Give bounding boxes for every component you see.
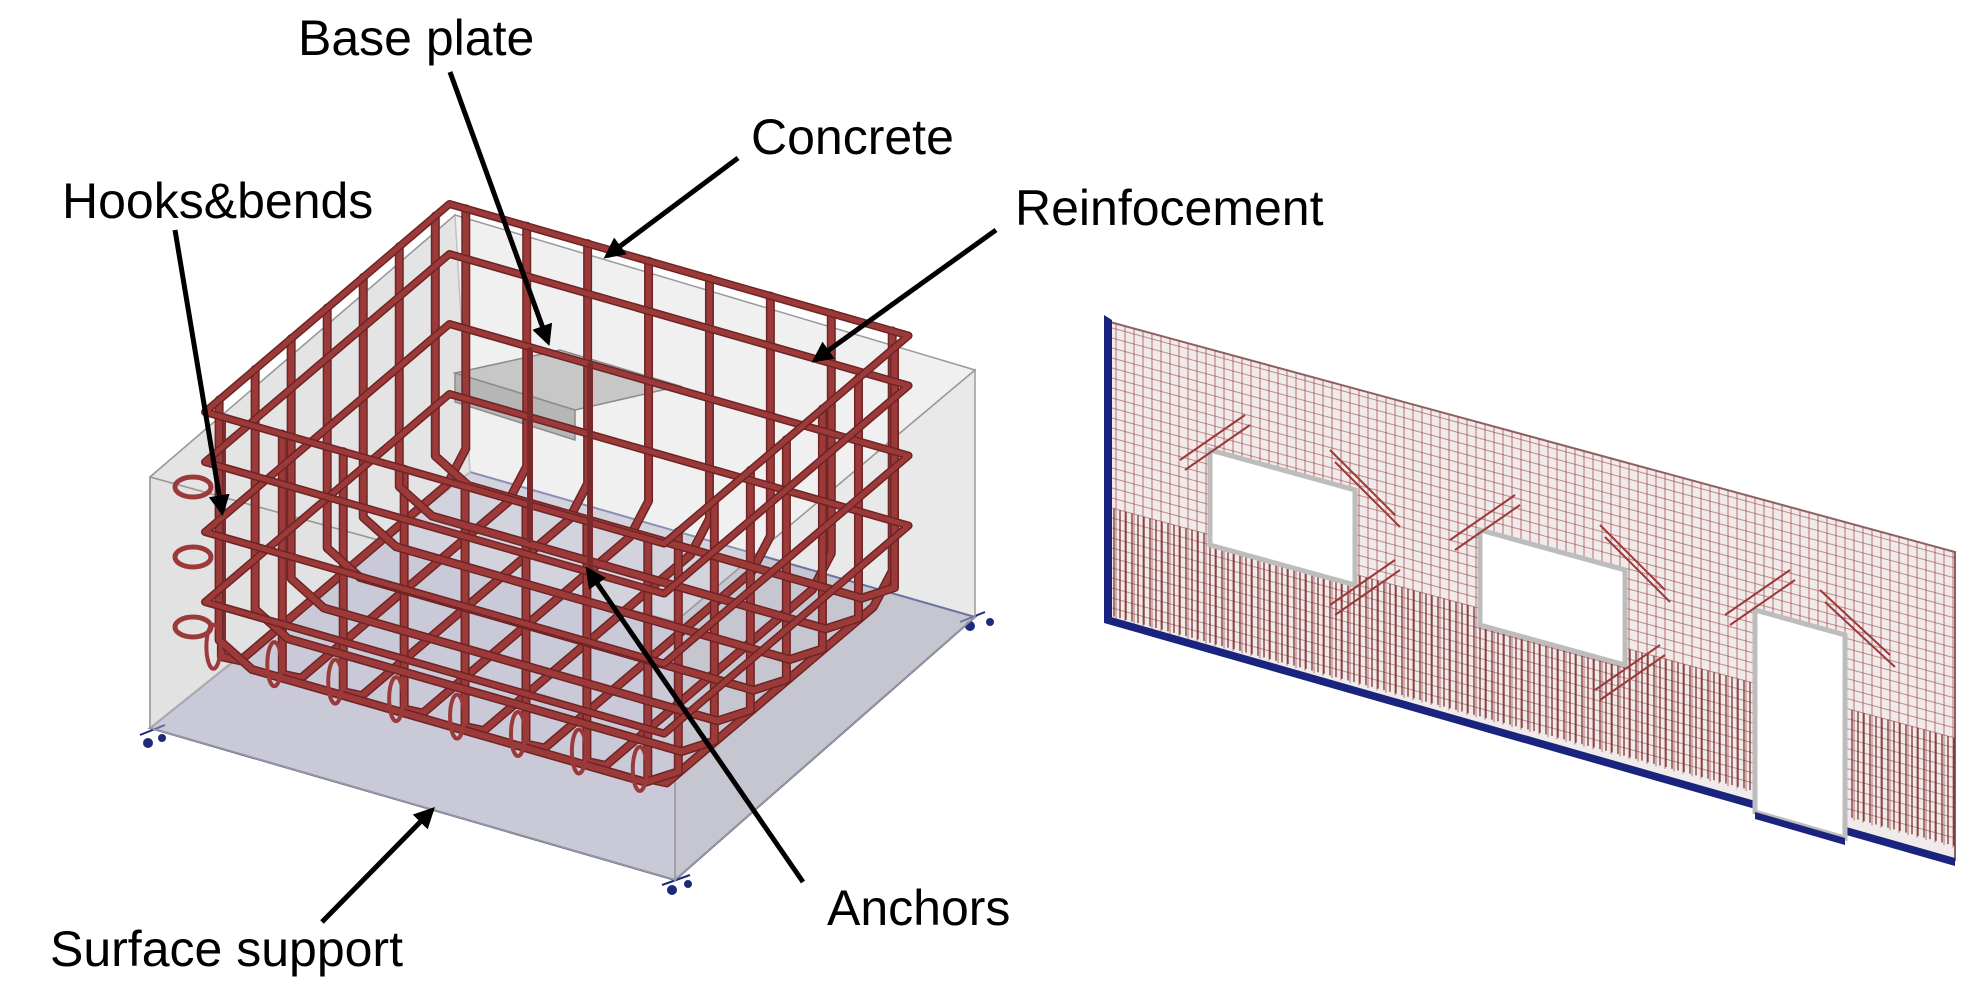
wall [1104, 315, 1956, 866]
horizontal-bar [1111, 337, 1956, 569]
hook [387, 675, 406, 724]
horizontal-bar [1111, 377, 1956, 609]
window-opening-1 [1207, 446, 1358, 589]
label-reinforcement: Reinfocement [1015, 180, 1324, 236]
horizontal-bar [1111, 397, 1956, 629]
hook [326, 657, 345, 706]
label-hooks-bends: Hooks&bends [62, 173, 374, 229]
rebar [396, 243, 862, 632]
diagonal-bars [1179, 414, 1896, 701]
rebar [202, 321, 912, 667]
arrow-hooks-bends [172, 229, 230, 517]
label-anchors: Anchors [827, 880, 1011, 936]
arrow-surface-support [320, 807, 435, 924]
horizontal-bar [1111, 387, 1956, 619]
label-surface-support: Surface support [50, 921, 403, 977]
door-opening [1752, 606, 1848, 842]
rebar [252, 366, 718, 755]
hook [265, 640, 284, 689]
horizontal-bar [1111, 357, 1956, 589]
arrow-concrete [603, 155, 740, 259]
hook [508, 709, 527, 758]
hook [172, 474, 214, 500]
rebar [202, 251, 912, 597]
label-concrete: Concrete [751, 109, 954, 165]
callout-arrows [172, 71, 998, 924]
rebar [202, 201, 912, 547]
window-opening-2 [1477, 526, 1628, 669]
hook [569, 727, 588, 776]
hook [448, 692, 467, 741]
horizontal-bar [1111, 327, 1956, 559]
arrow-reinforcement [811, 227, 998, 363]
rebar [360, 274, 826, 663]
horizontal-bar [1111, 367, 1956, 599]
hook [630, 744, 649, 793]
arrow-anchors [585, 566, 806, 884]
horizontal-bar [1111, 407, 1956, 639]
hook [204, 622, 223, 671]
hook [172, 544, 214, 570]
arrow-base-plate [447, 71, 553, 346]
rebar [288, 335, 754, 724]
rebar [202, 391, 912, 737]
anchors [527, 347, 593, 583]
label-base-plate: Base plate [298, 10, 535, 66]
horizontal-bar [1111, 347, 1956, 579]
horizontal-bar [1111, 417, 1956, 649]
